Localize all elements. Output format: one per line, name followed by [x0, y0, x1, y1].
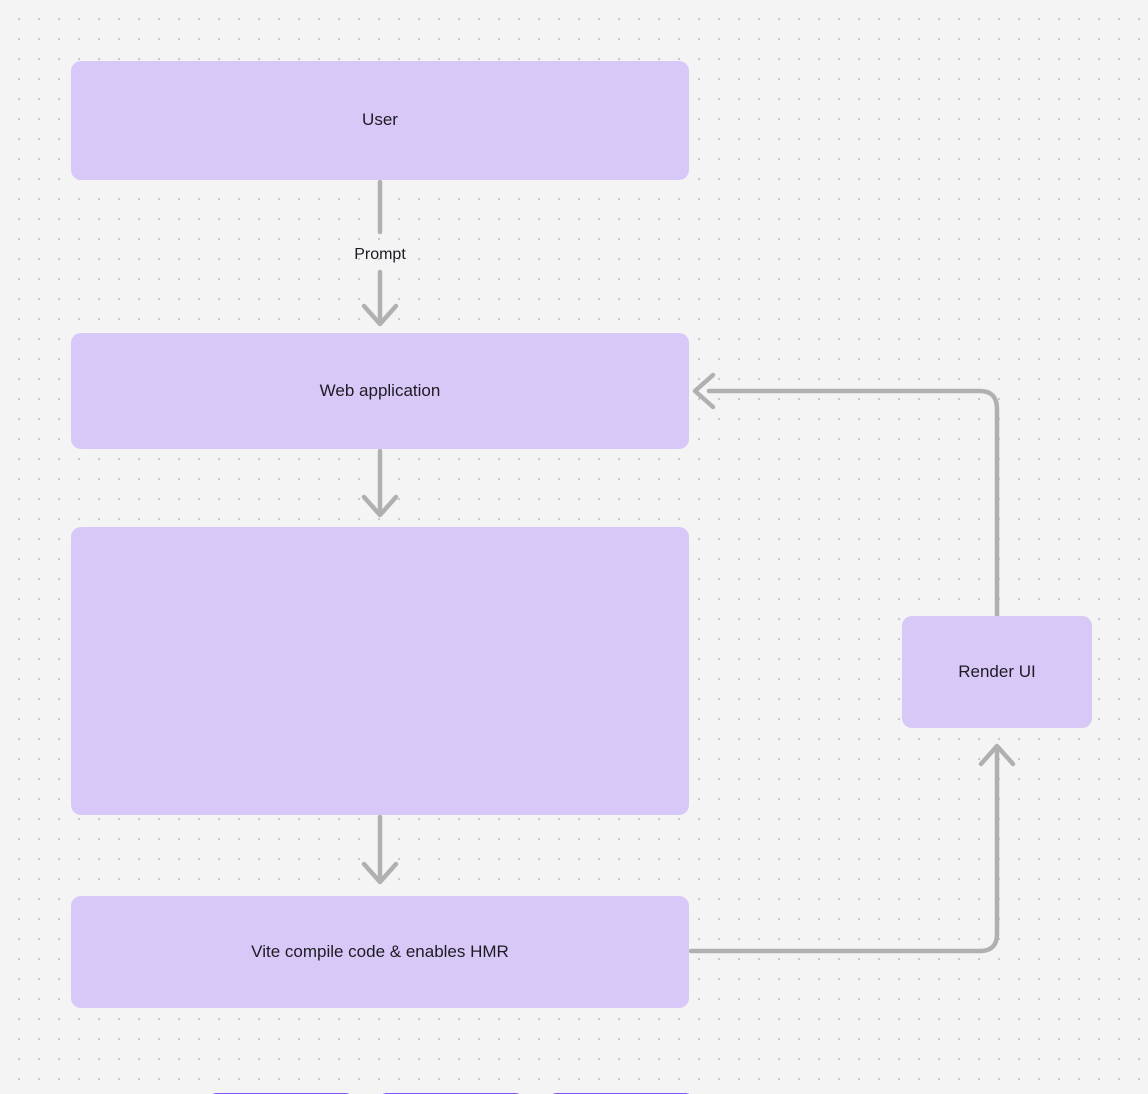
edge-components-to-vite-arrowhead — [361, 861, 399, 885]
node-user-label: User — [362, 110, 398, 130]
node-render-ui[interactable]: Render UI — [902, 616, 1092, 728]
edge-render-to-webapp-arrowhead — [692, 372, 716, 410]
node-vite-label: Vite compile code & enables HMR — [251, 941, 509, 961]
node-web-application[interactable]: Web application — [71, 333, 689, 449]
edge-vite-to-render — [688, 745, 1000, 954]
edge-vite-to-render-arrowhead — [978, 743, 1016, 767]
edge-label-prompt: Prompt — [354, 246, 406, 263]
node-web-application-label: Web application — [319, 380, 441, 400]
node-user[interactable]: User — [71, 61, 689, 180]
edge-user-to-webapp-arrowhead — [361, 303, 399, 327]
node-reusable-react-components[interactable]: HTML = structure CSS = Styles & Layouts … — [71, 527, 694, 1094]
node-render-ui-label: Render UI — [958, 661, 1036, 681]
node-vite[interactable]: Vite compile code & enables HMR — [71, 896, 689, 1008]
edge-webapp-to-components-arrowhead — [361, 494, 399, 518]
edge-render-to-webapp — [706, 388, 1000, 619]
